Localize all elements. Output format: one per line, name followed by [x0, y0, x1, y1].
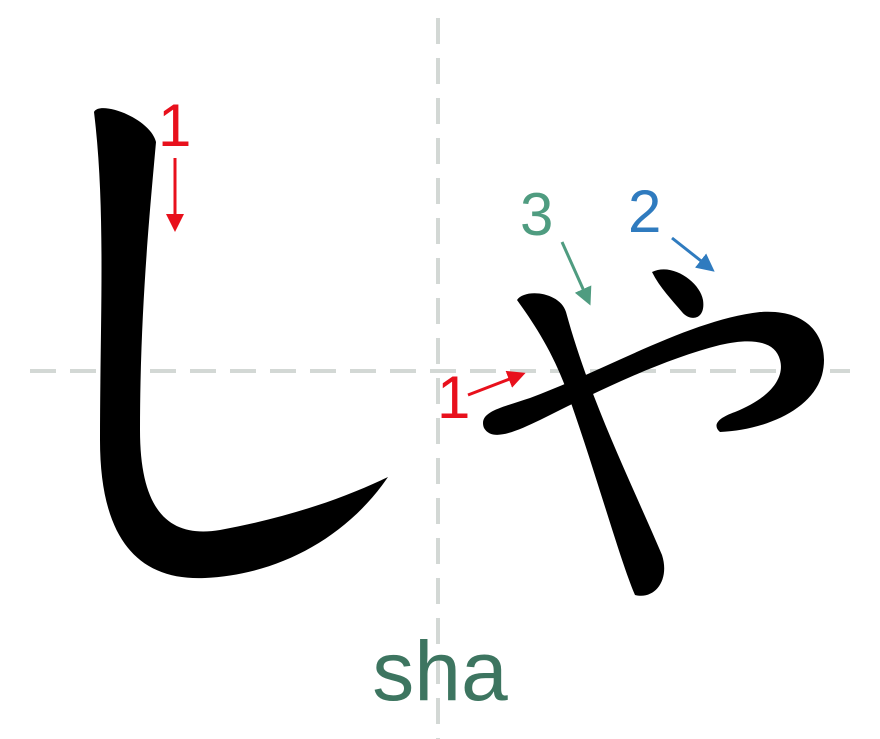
- ya-stroke-3: [517, 293, 665, 596]
- romaji-label: sha: [372, 624, 508, 718]
- ya-stroke-1: [483, 311, 825, 435]
- ya-3-arrow: [560, 241, 592, 306]
- ya-stroke-1-label: 1: [437, 364, 470, 431]
- ya-stroke-2: [652, 269, 704, 318]
- ya-stroke-3-label: 3: [520, 181, 553, 248]
- shi-stroke-1: [94, 108, 388, 579]
- shi-stroke-1-label: 1: [158, 92, 191, 159]
- ya-stroke-2-label: 2: [628, 178, 661, 245]
- ya-1-arrow: [467, 370, 526, 397]
- ya-2-arrow: [671, 236, 715, 272]
